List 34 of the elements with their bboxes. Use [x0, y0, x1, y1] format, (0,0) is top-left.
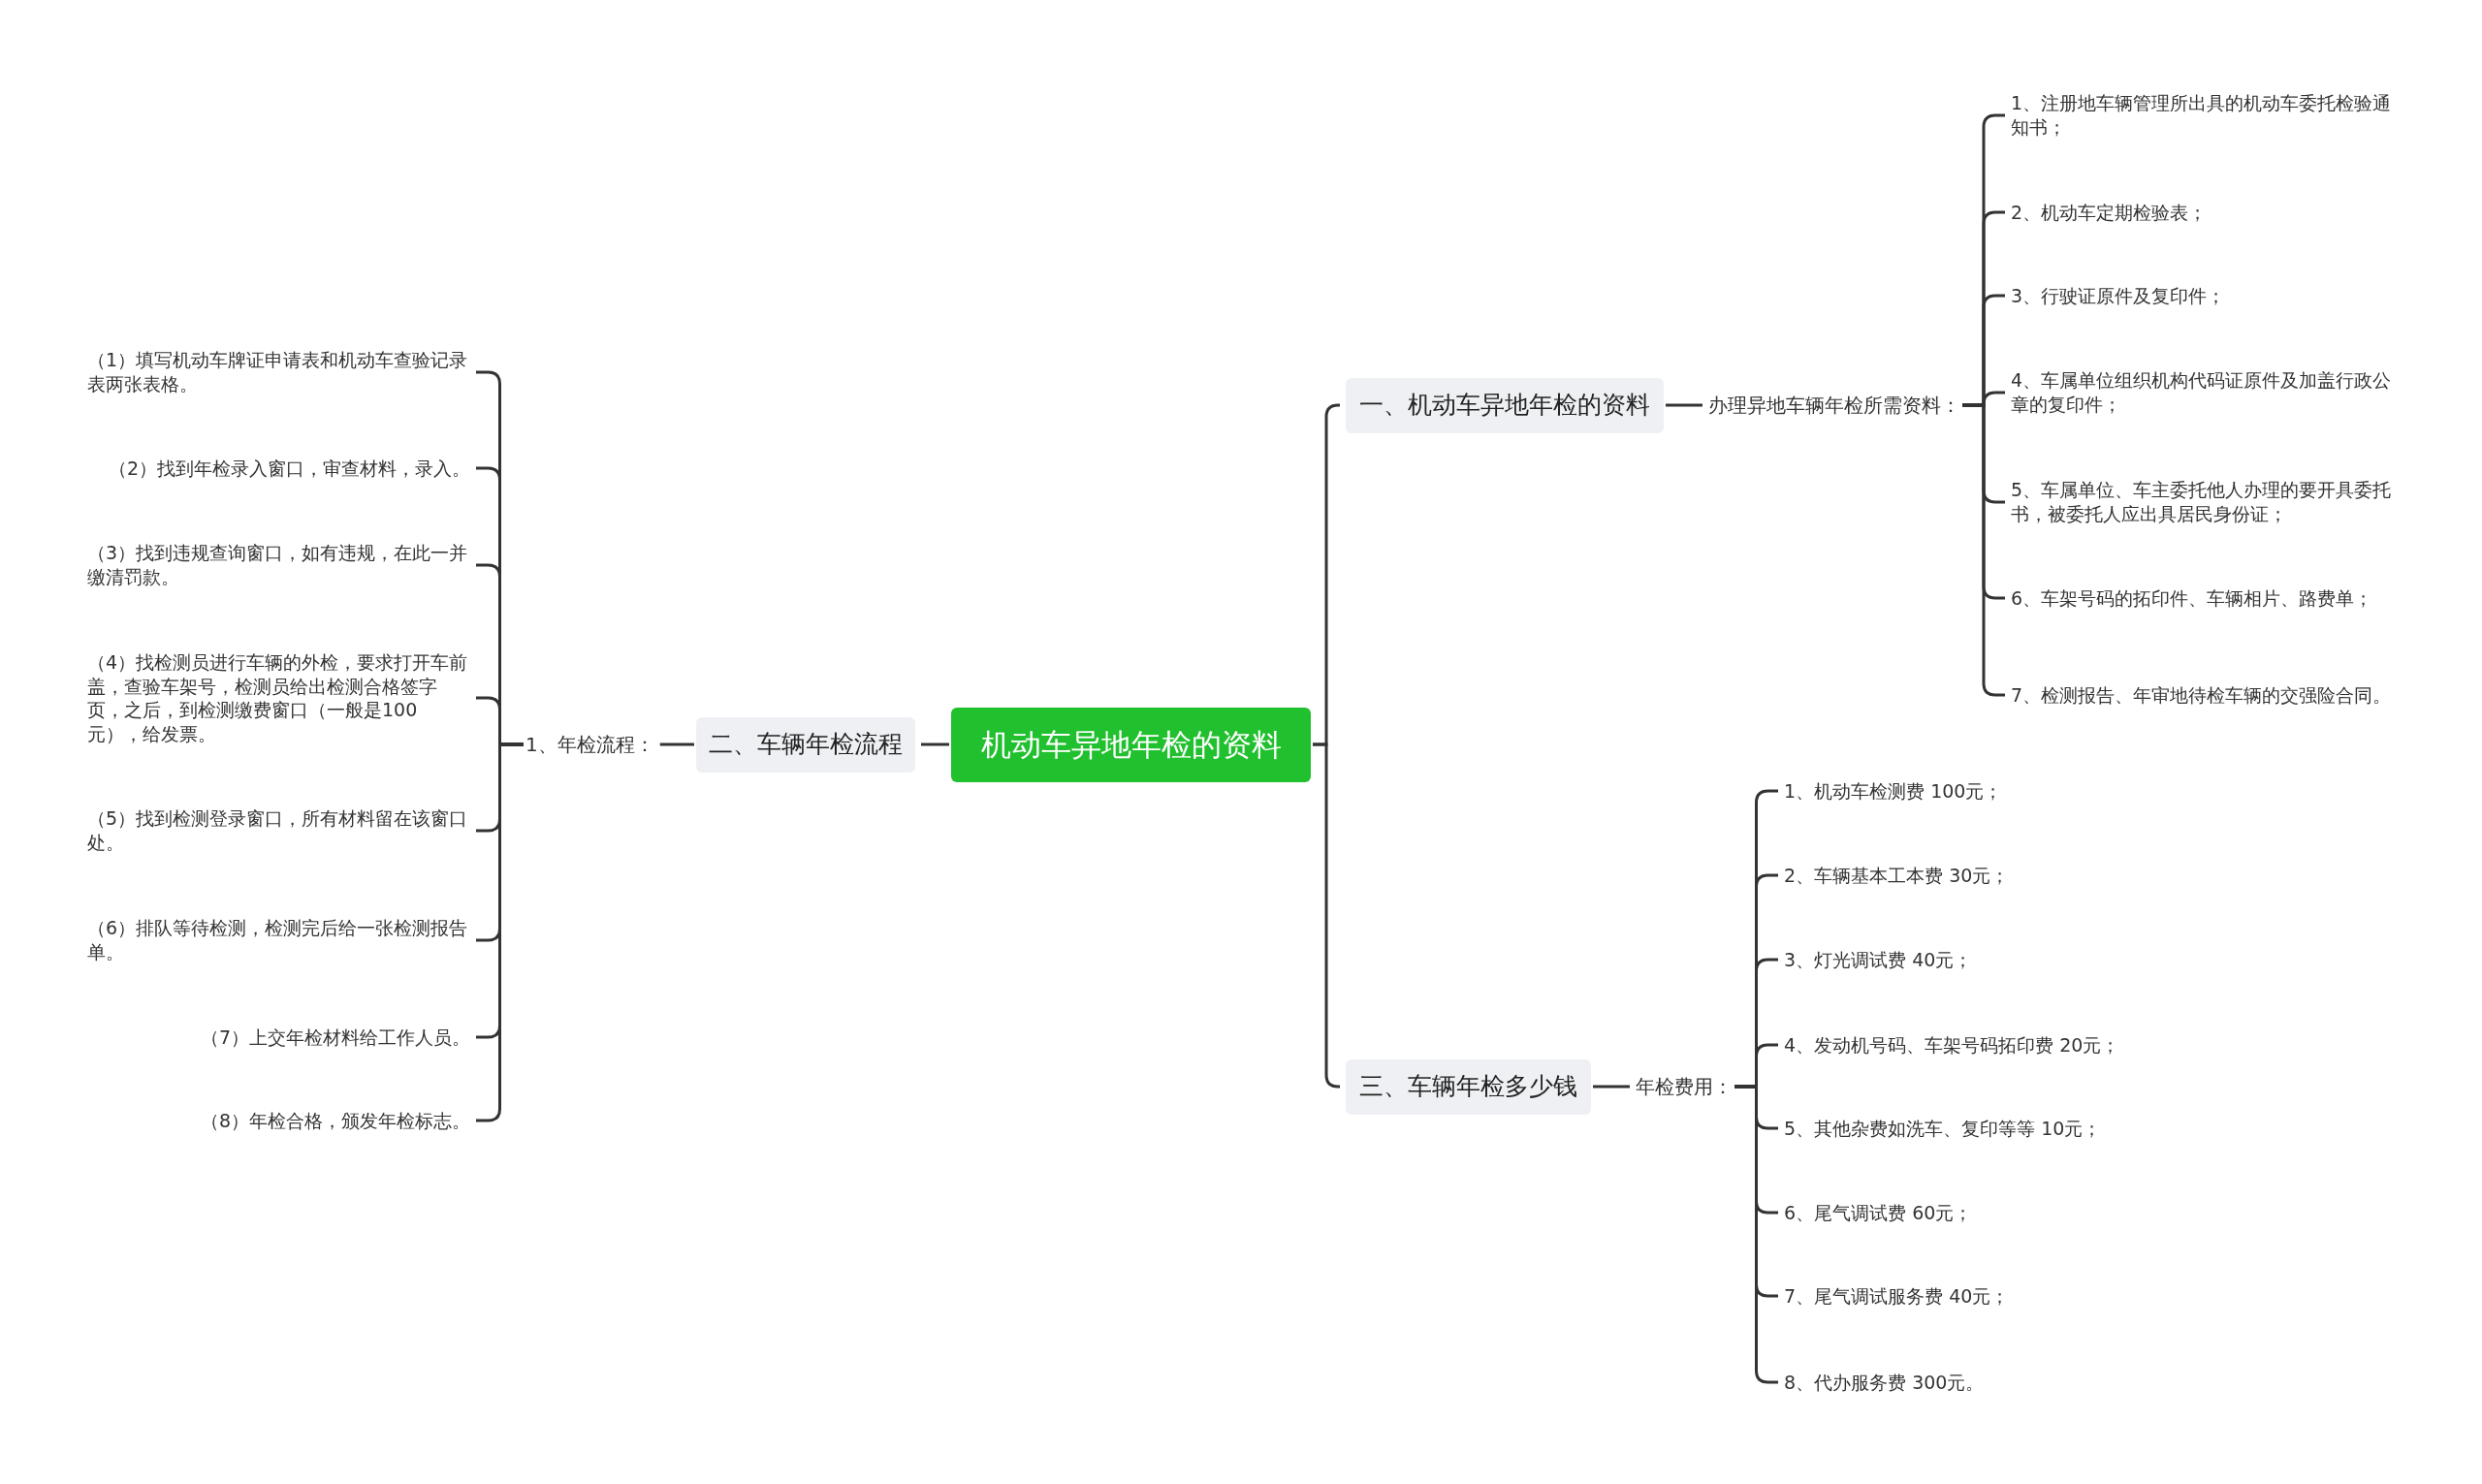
- item-text: 5、车属单位、车主委托他人办理的要开具委托书，被委托人应出具居民身份证；: [2011, 478, 2399, 526]
- connector-line: [659, 742, 694, 746]
- item-text: （8）年检合格，颁发年检标志。: [200, 1108, 470, 1133]
- connector-line: [1593, 1085, 1630, 1089]
- topic-box: 二、车辆年检流程: [696, 716, 915, 773]
- item-text: 1、注册地车辆管理所出具的机动车委托检验通知书；: [2011, 91, 2399, 140]
- item-text: （7）上交年检材料给工作人员。: [200, 1025, 470, 1050]
- item-text: （5）找到检测登录窗口，所有材料留在该窗口处。: [87, 806, 470, 855]
- topic-box: 三、车辆年检多少钱: [1346, 1058, 1591, 1115]
- subtopic-label: 办理异地车辆年检所需资料：: [1708, 393, 1960, 418]
- item-text: 4、车属单位组织机构代码证原件及加盖行政公章的复印件；: [2011, 368, 2399, 417]
- item-text: 3、行驶证原件及复印件；: [2011, 283, 2226, 308]
- subtopic-label: 1、年检流程：: [525, 732, 654, 757]
- item-text: 3、灯光调试费 40元；: [1784, 947, 1973, 972]
- subtopic-label: 年检费用：: [1636, 1074, 1733, 1099]
- item-text: 2、车辆基本工本费 30元；: [1784, 863, 2010, 888]
- item-text: 1、机动车检测费 100元；: [1784, 778, 2003, 804]
- central-topic-box: 机动车异地年检的资料: [951, 707, 1311, 782]
- item-text: （1）填写机动车牌证申请表和机动车查验记录表两张表格。: [87, 348, 470, 396]
- connector-line: [921, 742, 949, 746]
- item-text: （2）找到年检录入窗口，审查材料，录入。: [108, 456, 470, 481]
- item-text: 2、机动车定期检验表；: [2011, 200, 2208, 225]
- topic-box: 一、机动车异地年检的资料: [1346, 377, 1664, 433]
- item-text: 7、检测报告、年审地待检车辆的交强险合同。: [2011, 682, 2392, 708]
- item-text: 6、车架号码的拓印件、车辆相片、路费单；: [2011, 585, 2373, 611]
- item-text: 6、尾气调试费 60元；: [1784, 1200, 1973, 1225]
- item-text: 7、尾气调试服务费 40元；: [1784, 1283, 2010, 1309]
- item-text: 5、其他杂费如洗车、复印等等 10元；: [1784, 1116, 2102, 1141]
- item-text: （6）排队等待检测，检测完后给一张检测报告单。: [87, 916, 470, 964]
- connector-line: [1666, 403, 1702, 407]
- item-text: （3）找到违规查询窗口，如有违规，在此一并缴清罚款。: [87, 541, 470, 589]
- item-text: 4、发动机号码、车架号码拓印费 20元；: [1784, 1032, 2120, 1058]
- item-text: （4）找检测员进行车辆的外检，要求打开车前盖，查验车架号，检测员给出检测合格签字页，之后，到检测缴费窗口（一般是100元），给发票。: [87, 649, 470, 746]
- item-text: 8、代办服务费 300元。: [1784, 1370, 1985, 1395]
